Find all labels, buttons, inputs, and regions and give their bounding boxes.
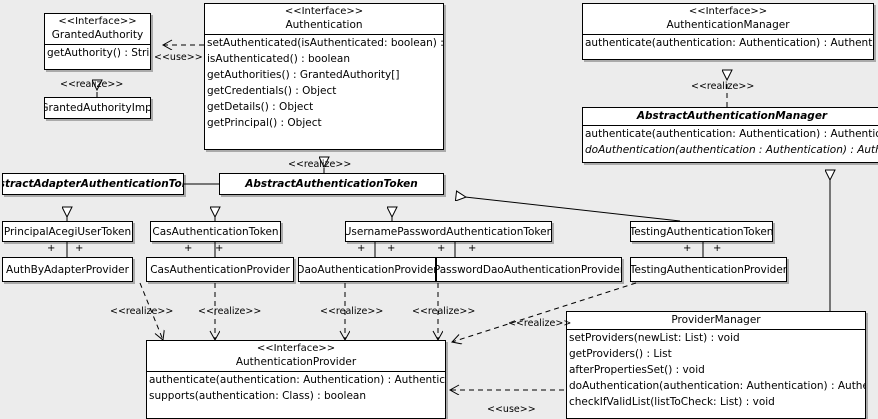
class-dao-authentication-provider[interactable]: DaoAuthenticationProvider: [298, 257, 436, 282]
class-name: TestingAuthenticationToken: [630, 225, 773, 238]
operations-compartment: authenticate(authentication: Authenticat…: [147, 372, 445, 404]
class-name: ProviderManager: [671, 314, 761, 326]
class-principal-acegi-user-token[interactable]: PrincipalAcegiUserToken: [2, 221, 133, 242]
multiplicity-marker: +: [468, 243, 477, 254]
class-name: UsernamePasswordAuthenticationToken: [345, 225, 552, 238]
edge-label-realize-cas-provider: <<realize>>: [198, 306, 262, 317]
class-name: AbstractAuthenticationManager: [636, 110, 828, 122]
class-header: <<Interface>> AuthenticationManager: [583, 4, 873, 34]
multiplicity-marker: +: [184, 243, 193, 254]
multiplicity-marker: +: [75, 243, 84, 254]
edge-label-realize-testing-provider: <<realize>>: [508, 318, 572, 329]
operations-compartment: getAuthority() : String: [45, 45, 150, 61]
operation-row: checkIfValidList(listToCheck: List) : vo…: [569, 396, 775, 408]
multiplicity-marker: +: [713, 243, 722, 254]
class-username-password-authentication-token[interactable]: UsernamePasswordAuthenticationToken: [345, 221, 552, 242]
class-name: PrincipalAcegiUserToken: [3, 225, 132, 238]
class-password-dao-authentication-provider[interactable]: PasswordDaoAuthenticationProvider: [436, 257, 622, 282]
compartment-divider: [45, 44, 150, 45]
multiplicity-marker: +: [47, 243, 56, 254]
multiplicity-marker: +: [683, 243, 692, 254]
compartment-divider: [205, 34, 443, 35]
class-header: <<Interface>> AuthenticationProvider: [147, 341, 445, 371]
class-name: CasAuthenticationToken: [152, 225, 279, 238]
edge-label-realize-granted-authority-impl: <<realize>>: [60, 79, 124, 90]
multiplicity-marker: +: [437, 243, 446, 254]
compartment-divider: [147, 371, 445, 372]
operation-row: supports(authentication: Class) : boolea…: [149, 390, 366, 402]
compartment-divider: [583, 125, 878, 126]
operation-row: setAuthenticated(isAuthenticated: boolea…: [207, 37, 444, 49]
class-name: CasAuthenticationProvider: [150, 263, 290, 276]
class-authentication-provider[interactable]: <<Interface>> AuthenticationProvider aut…: [146, 340, 446, 419]
class-header: <<Interface>> GrantedAuthority: [45, 14, 150, 44]
class-granted-authority[interactable]: <<Interface>> GrantedAuthority getAuthor…: [44, 13, 151, 70]
operations-compartment: setAuthenticated(isAuthenticated: boolea…: [205, 35, 443, 131]
operation-row: doAuthentication(authentication: Authent…: [569, 380, 865, 392]
class-name: Authentication: [285, 19, 363, 31]
class-header: ProviderManager: [567, 312, 865, 329]
class-name: AuthenticationManager: [666, 19, 790, 31]
class-name: AbstractAuthenticationToken: [245, 178, 418, 190]
class-header: <<Interface>> Authentication: [205, 4, 443, 34]
operations-compartment: setProviders(newList: List) : void getPr…: [567, 330, 865, 410]
class-abstract-adapter-authentication-token[interactable]: AbstractAdapterAuthenticationToken: [2, 173, 184, 195]
multiplicity-marker: +: [215, 243, 224, 254]
operation-row: getPrincipal() : Object: [207, 117, 322, 129]
operation-row: authenticate(authentication: Authenticat…: [585, 37, 873, 49]
edge-label-use-granted-authority: <<use>>: [154, 52, 203, 63]
class-cas-authentication-provider[interactable]: CasAuthenticationProvider: [146, 257, 294, 282]
compartment-divider: [583, 34, 873, 35]
operation-row: getDetails() : Object: [207, 101, 314, 113]
operations-compartment: authenticate(authentication: Authenticat…: [583, 35, 873, 51]
class-authentication[interactable]: <<Interface>> Authentication setAuthenti…: [204, 3, 444, 150]
class-name: GrantedAuthorityImpl: [44, 102, 151, 114]
operation-row: getProviders() : List: [569, 348, 672, 360]
class-name: TestingAuthenticationProvider: [630, 263, 787, 276]
edge-label-realize-auth-by-adapter: <<realize>>: [110, 306, 174, 317]
class-testing-authentication-token[interactable]: TestingAuthenticationToken: [630, 221, 773, 242]
class-granted-authority-impl[interactable]: GrantedAuthorityImpl: [44, 97, 151, 119]
operation-row: getCredentials() : Object: [207, 85, 337, 97]
class-name: PasswordDaoAuthenticationProvider: [436, 263, 622, 276]
operation-row: isAuthenticated() : boolean: [207, 53, 350, 65]
operation-row: doAuthentication(authentication : Authen…: [585, 144, 878, 156]
class-cas-authentication-token[interactable]: CasAuthenticationToken: [150, 221, 281, 242]
class-abstract-authentication-manager[interactable]: AbstractAuthenticationManager authentica…: [582, 107, 878, 163]
operation-row: setProviders(newList: List) : void: [569, 332, 740, 344]
compartment-divider: [567, 329, 865, 330]
stereotype-label: <<Interface>>: [284, 6, 364, 17]
class-name: AbstractAdapterAuthenticationToken: [3, 178, 183, 190]
operation-row: authenticate(authentication: Authenticat…: [585, 128, 878, 140]
multiplicity-marker: +: [357, 243, 366, 254]
class-authentication-manager[interactable]: <<Interface>> AuthenticationManager auth…: [582, 3, 874, 60]
class-provider-manager[interactable]: ProviderManager setProviders(newList: Li…: [566, 311, 866, 419]
multiplicity-marker: +: [387, 243, 396, 254]
edge-label-realize-abstract-auth-token: <<realize>>: [288, 159, 352, 170]
edge-label-realize-password-dao-provider: <<realize>>: [412, 306, 476, 317]
edge-label-realize-dao-provider: <<realize>>: [320, 306, 384, 317]
operations-compartment: authenticate(authentication: Authenticat…: [583, 126, 878, 158]
class-header: AbstractAuthenticationManager: [583, 108, 878, 125]
class-name: AuthByAdapterProvider: [6, 263, 129, 276]
class-name: AuthenticationProvider: [235, 356, 357, 368]
stereotype-label: <<Interface>>: [58, 16, 137, 27]
operation-row: authenticate(authentication: Authenticat…: [149, 374, 446, 386]
edge-label-use-provider-manager: <<use>>: [487, 404, 536, 415]
class-abstract-authentication-token[interactable]: AbstractAuthenticationToken: [219, 173, 444, 195]
stereotype-label: <<Interface>>: [256, 343, 336, 354]
edge-label-realize-abstract-auth-manager: <<realize>>: [691, 81, 755, 92]
operation-row: getAuthority() : String: [47, 47, 150, 59]
operation-row: getAuthorities() : GrantedAuthority[]: [207, 69, 400, 81]
stereotype-label: <<Interface>>: [688, 6, 768, 17]
class-auth-by-adapter-provider[interactable]: AuthByAdapterProvider: [2, 257, 133, 282]
class-name: GrantedAuthority: [51, 29, 144, 41]
operation-row: afterPropertiesSet() : void: [569, 364, 705, 376]
class-testing-authentication-provider[interactable]: TestingAuthenticationProvider: [630, 257, 787, 282]
class-name: DaoAuthenticationProvider: [298, 263, 436, 276]
